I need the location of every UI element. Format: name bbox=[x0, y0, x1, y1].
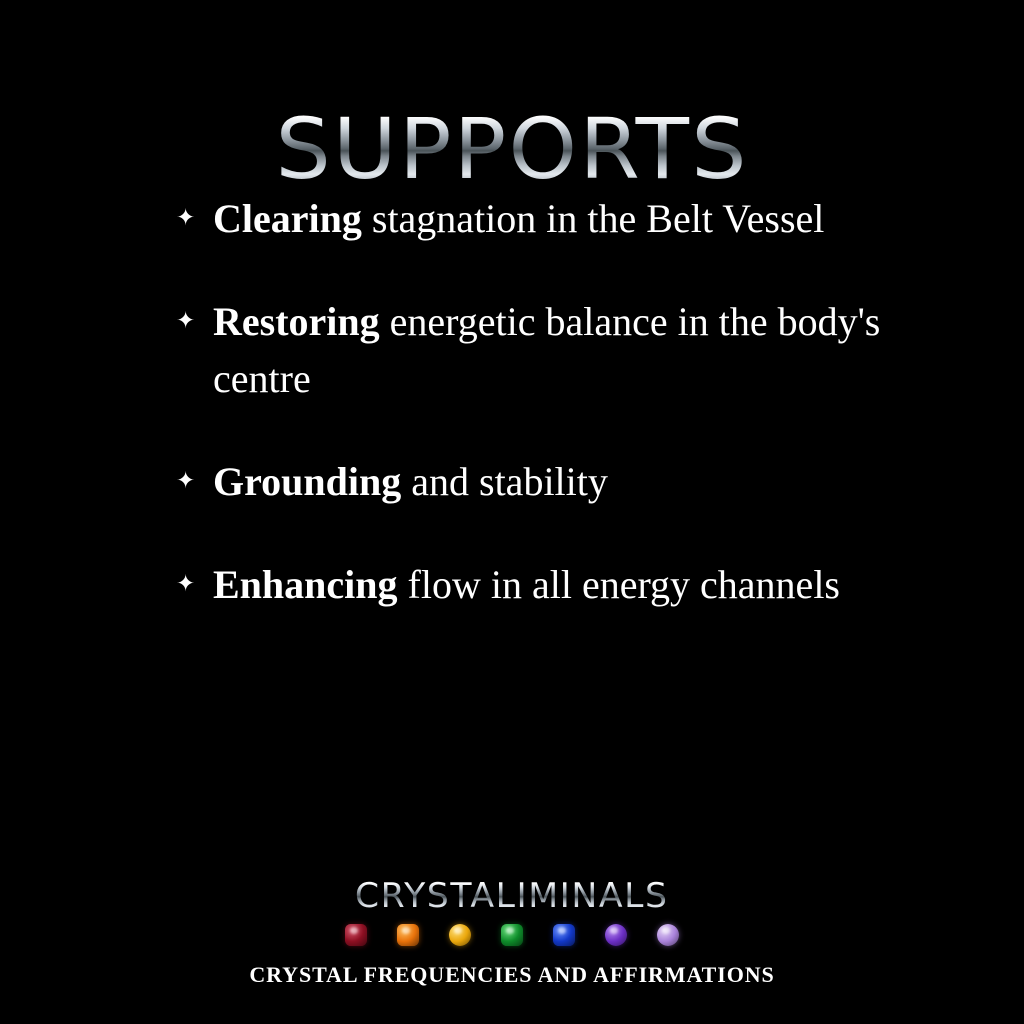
star-bullet-icon: ✦ bbox=[176, 571, 196, 597]
star-bullet-icon: ✦ bbox=[176, 205, 196, 231]
star-bullet-icon: ✦ bbox=[176, 468, 196, 494]
list-item-text: Clearing stagnation in the Belt Vessel bbox=[213, 196, 824, 241]
star-bullet-icon: ✦ bbox=[176, 308, 196, 334]
gem-heart-green bbox=[501, 924, 523, 946]
brand-tagline: CRYSTAL FREQUENCIES AND AFFIRMATIONS bbox=[249, 962, 775, 987]
page-title: SUPPORTS bbox=[0, 104, 1024, 194]
list-item-rest: stagnation in the Belt Vessel bbox=[361, 196, 825, 241]
chakra-gem-row bbox=[0, 922, 1024, 948]
list-item: ✦ Clearing stagnation in the Belt Vessel bbox=[172, 190, 892, 247]
footer-brand: CRYSTALIMINALS CRYSTAL FREQUENCIES AND A… bbox=[0, 878, 1024, 988]
list-item-text: Grounding and stability bbox=[213, 459, 608, 504]
list-item-text: Restoring energetic balance in the body'… bbox=[213, 299, 880, 401]
list-item-lead: Enhancing bbox=[213, 562, 398, 607]
list-item: ✦ Enhancing flow in all energy channels bbox=[172, 556, 892, 613]
supports-list: ✦ Clearing stagnation in the Belt Vessel… bbox=[172, 190, 892, 613]
gem-root-red bbox=[345, 924, 367, 946]
list-item-rest: and stability bbox=[401, 459, 608, 504]
gem-solar-yellow bbox=[449, 924, 471, 946]
gem-crown-lavender bbox=[657, 924, 679, 946]
gem-sacral-orange bbox=[397, 924, 419, 946]
gem-throat-blue bbox=[553, 924, 575, 946]
list-item-text: Enhancing flow in all energy channels bbox=[213, 562, 840, 607]
list-item-rest: flow in all energy channels bbox=[397, 562, 840, 607]
list-item-lead: Restoring bbox=[213, 299, 380, 344]
gem-third-eye-violet bbox=[605, 924, 627, 946]
list-item: ✦ Grounding and stability bbox=[172, 453, 892, 510]
list-item-rest: energetic balance in the body's centre bbox=[213, 299, 881, 401]
list-item-lead: Grounding bbox=[213, 459, 402, 504]
list-item-lead: Clearing bbox=[213, 196, 362, 241]
brand-wordmark: CRYSTALIMINALS bbox=[355, 876, 669, 916]
list-item: ✦ Restoring energetic balance in the bod… bbox=[172, 293, 892, 407]
